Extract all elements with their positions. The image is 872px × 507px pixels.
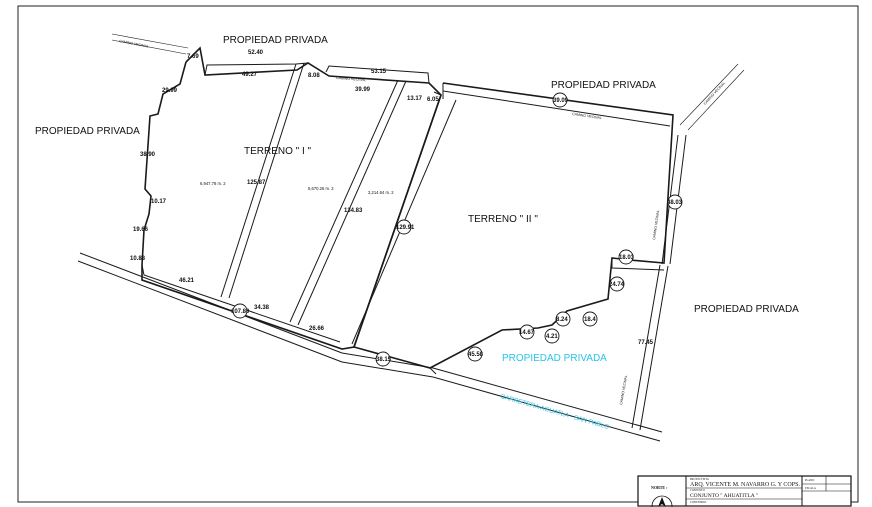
label-camino-vecinal-1: CAMINO VECINAL: [119, 39, 149, 49]
dim-129-91: 129.91: [396, 225, 415, 231]
carretera: [77, 252, 663, 442]
label-camino-vecinal-6: CAMINO VECINAL: [619, 375, 628, 405]
dim-29-99: 29.99: [162, 88, 178, 94]
terreno-1-boundary: [141, 46, 442, 350]
dim-38-90: 38.90: [140, 152, 156, 158]
label-terreno-2: TERRENO " II ": [468, 214, 538, 225]
terreno-2-boundary: [351, 82, 687, 431]
dim-125-87: 125.87: [247, 180, 266, 186]
dim-19-66: 19.66: [133, 227, 149, 233]
dim-45-58: 45.58: [468, 352, 484, 358]
area-lot-3: 3,214.64 m. 2: [368, 190, 394, 195]
dim-10-17: 10.17: [151, 199, 167, 205]
dim-26-66: 26.66: [309, 326, 325, 332]
dimension-circles: [232, 92, 683, 367]
dim-18-4: 18.4: [584, 317, 596, 323]
dim-10-88: 10.88: [130, 256, 146, 262]
label-priv-bottom: PROPIEDAD PRIVADA: [502, 353, 607, 364]
label-terreno-1: TERRENO " I ": [244, 146, 312, 157]
dim-4-21: 4.21: [546, 334, 558, 340]
dim-24-74: 24.74: [609, 282, 625, 288]
tb-row-2-label: CONJUNTO: [690, 489, 705, 492]
north-pointer-icon: [658, 497, 666, 507]
label-priv-top-right: PROPIEDAD PRIVADA: [551, 80, 656, 91]
sheet-border: [17, 5, 859, 503]
north-arrow-icon: [651, 495, 673, 507]
camino-vecinal-top-right: [679, 63, 745, 131]
tb-escala: ESCALA: [805, 487, 816, 490]
dim-134-83: 134.83: [344, 208, 363, 214]
label-carretera: CARRETERA AGUATLA - SAN PABLO: [499, 393, 609, 431]
dim-7-69: 7.69: [187, 54, 199, 60]
dim-53-15: 53.15: [371, 69, 387, 75]
north-label: NORTE :: [651, 485, 667, 490]
dim-8-08: 8.08: [308, 73, 320, 79]
dim-34-38: 34.38: [254, 305, 270, 311]
title-block: [637, 475, 852, 507]
dim-14-67: 14.67: [519, 330, 535, 336]
label-priv-top-left: PROPIEDAD PRIVADA: [223, 35, 328, 46]
dim-6-05: 6.05: [427, 97, 439, 103]
tb-row-3-label: CONTENIDO: [690, 501, 706, 504]
dim-48-03: 48.03: [667, 200, 683, 206]
tb-project: CONJUNTO " AHUATITLA ": [690, 493, 758, 499]
dim-39-99: 39.99: [355, 87, 371, 93]
dim-39-09: 39.09: [553, 98, 569, 104]
dim-107-80: 107.80: [231, 309, 250, 315]
label-camino-vecinal-2: CAMINO VECINAL: [336, 76, 366, 82]
dim-46-21: 46.21: [179, 278, 195, 284]
dim-8-24: 8.24: [556, 317, 568, 323]
dim-18-03: 18.03: [619, 255, 635, 261]
area-lot-2: 5,670.26 m. 2: [308, 186, 334, 191]
dim-77-45: 77.45: [638, 340, 654, 346]
label-priv-right: PROPIEDAD PRIVADA: [694, 304, 799, 315]
dim-52-40: 52.40: [248, 50, 264, 56]
tb-row-1-label: PROYECTISTA: [690, 478, 709, 481]
tb-plano: PLANO: [805, 479, 814, 482]
label-camino-vecinal-3: CAMINO VECINAL: [572, 112, 602, 120]
dim-38-15: 38.15: [376, 357, 392, 363]
camino-vecinal-top-left: [111, 33, 189, 55]
area-lot-1: 6,947.78 m. 2: [200, 181, 226, 186]
label-camino-vecinal-5: CAMINO VECINAL: [652, 210, 660, 240]
label-priv-left: PROPIEDAD PRIVADA: [35, 126, 140, 137]
dim-13-17: 13.17: [407, 96, 423, 102]
tb-architect: ARQ. VICENTE M. NAVARRO G. Y COPS.: [690, 482, 800, 488]
dim-49-27: 49.27: [242, 72, 258, 78]
